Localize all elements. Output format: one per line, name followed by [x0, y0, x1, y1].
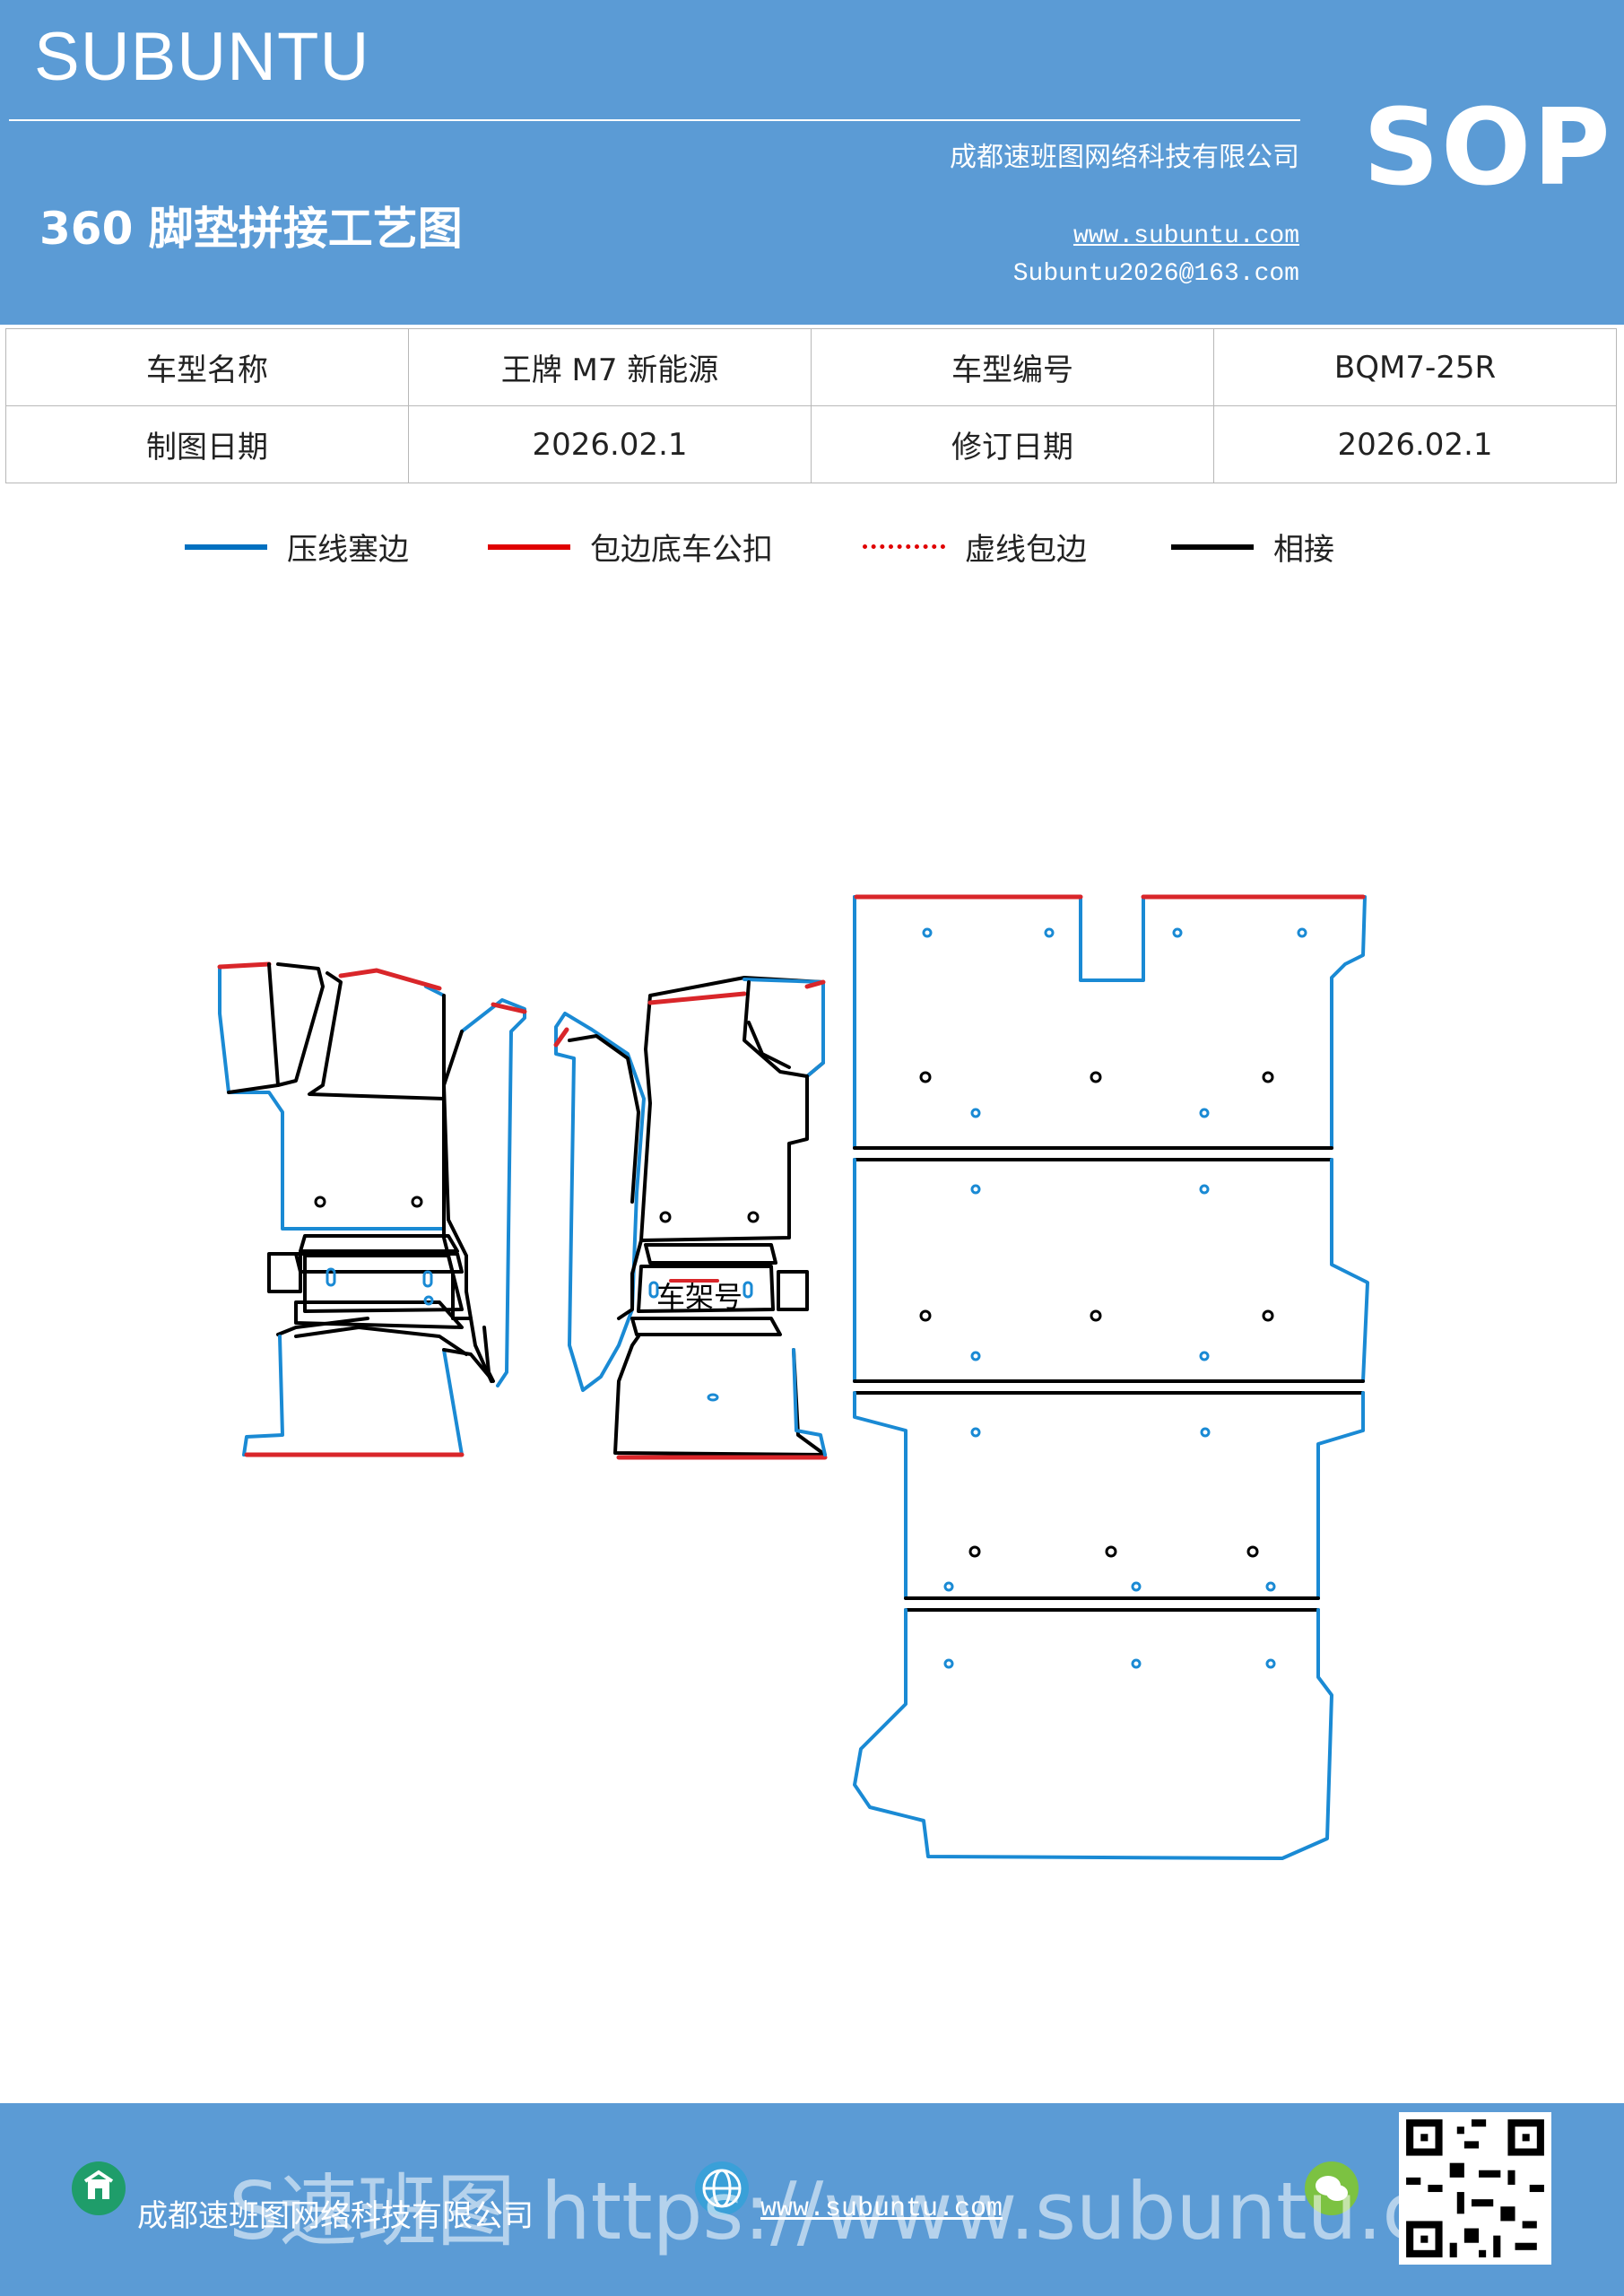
- legend-label: 压线塞边: [287, 532, 409, 568]
- footer-watermark: S速班图 https://www.subuntu.com: [229, 2165, 1551, 2257]
- model-name-label: 车型名称: [5, 328, 409, 406]
- table-row: 车型名称 王牌 M7 新能源 车型编号 BQM7-25R: [5, 328, 1617, 406]
- building-icon: [72, 2161, 126, 2215]
- frame-number-label: 车架号: [656, 1280, 743, 1314]
- revision-date-value: 2026.02.1: [1213, 405, 1617, 483]
- legend-swatch: [488, 544, 570, 550]
- line-legend: 压线塞边 包边底车公扣 虚线包边 相接: [0, 525, 1624, 570]
- draw-date-label: 制图日期: [5, 405, 409, 483]
- left-front-mat: [217, 961, 527, 1457]
- brand-logo-text: SUBUNTU: [34, 19, 370, 95]
- legend-swatch: [863, 544, 945, 549]
- legend-item-joint: 相接: [1171, 525, 1334, 569]
- rear-floor-mat: [853, 894, 1369, 1860]
- footer-company-name: 成都速班图网络科技有限公司: [137, 2198, 534, 2234]
- model-code-value: BQM7-25R: [1213, 328, 1617, 406]
- right-front-mat: [553, 976, 828, 1460]
- footer-website-link[interactable]: www.subuntu.com: [760, 2194, 1003, 2224]
- website-link[interactable]: www.subuntu.com: [1073, 222, 1299, 250]
- draw-date-value: 2026.02.1: [408, 405, 812, 483]
- header-banner: [0, 0, 1624, 325]
- table-row: 制图日期 2026.02.1 修订日期 2026.02.1: [5, 405, 1617, 483]
- company-name: 成都速班图网络科技有限公司: [950, 142, 1299, 173]
- legend-label: 相接: [1273, 532, 1334, 568]
- vehicle-info-table: 车型名称 王牌 M7 新能源 车型编号 BQM7-25R 制图日期 2026.0…: [5, 328, 1617, 483]
- page-title: 360 脚垫拼接工艺图: [39, 203, 463, 255]
- revision-date-label: 修订日期: [811, 405, 1214, 483]
- wechat-icon: [1305, 2161, 1359, 2215]
- sop-badge: SOP: [1363, 85, 1612, 209]
- header-divider: [9, 119, 1300, 121]
- legend-item-press: 压线塞边: [185, 525, 409, 569]
- legend-item-wrap: 包边底车公扣: [488, 525, 773, 569]
- model-code-label: 车型编号: [811, 328, 1214, 406]
- globe-icon: [695, 2161, 749, 2215]
- model-name-value: 王牌 M7 新能源: [408, 328, 812, 406]
- legend-item-dotted-wrap: 虚线包边: [863, 525, 1087, 569]
- legend-swatch: [1171, 544, 1254, 550]
- legend-swatch: [185, 544, 267, 550]
- legend-label: 包边底车公扣: [590, 532, 773, 568]
- legend-label: 虚线包边: [965, 532, 1087, 568]
- email-address: Subuntu2026@163.com: [1012, 260, 1299, 288]
- qr-code: [1399, 2112, 1551, 2265]
